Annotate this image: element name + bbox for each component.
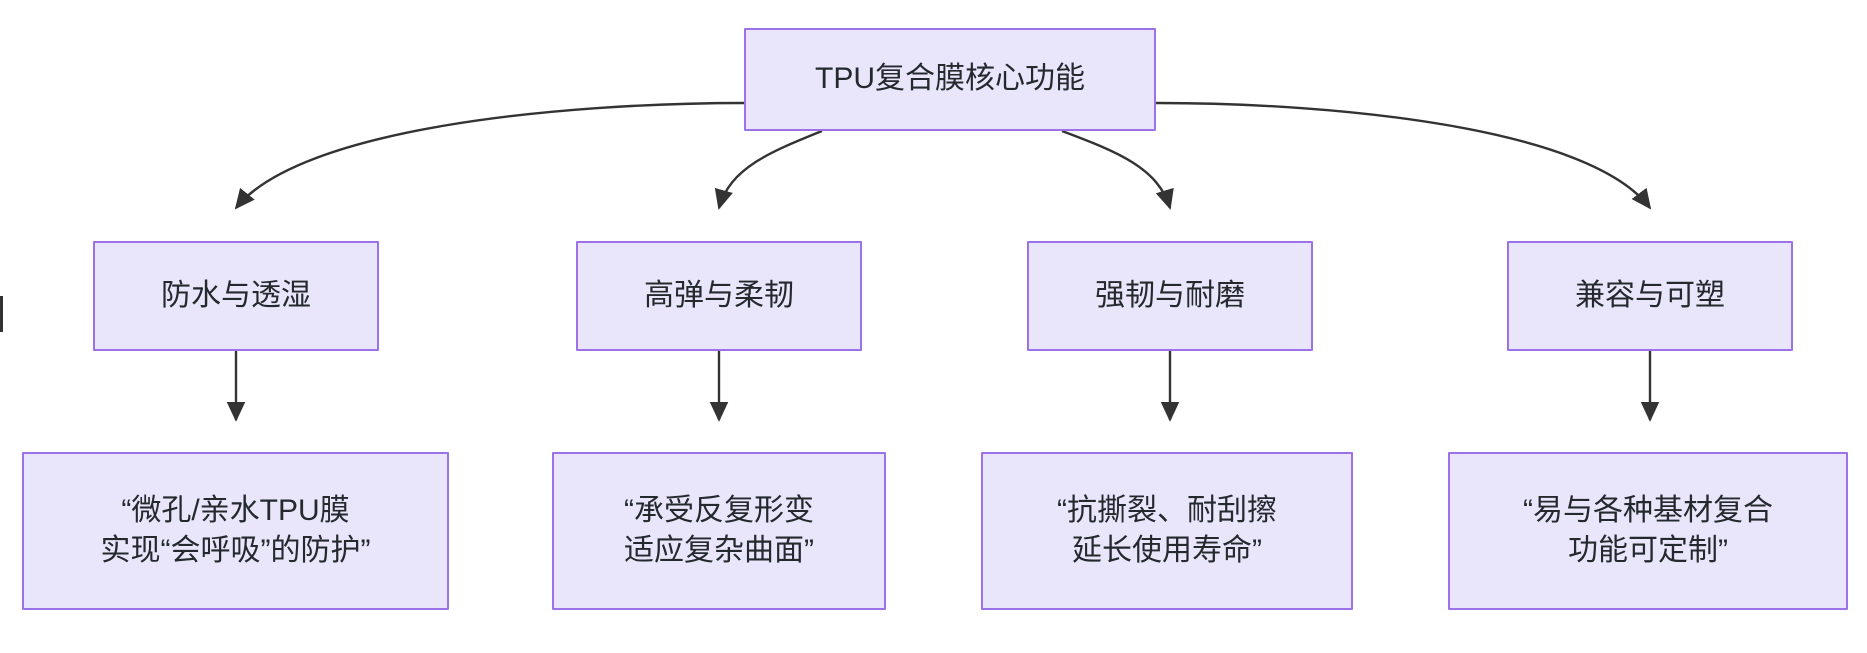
edge-root-to-branch-0 [234,101,745,210]
node-branch-label: 兼容与可塑 [1575,278,1725,312]
node-leaf-label: “易与各种基材复合 功能可定制” [1523,493,1773,567]
node-leaf-label: “承受反复形变 适应复杂曲面” [624,493,814,567]
node-root-label: TPU复合膜核心功能 [815,62,1085,96]
node-branch-label: 强韧与耐磨 [1095,278,1245,312]
node-branch-tough-wearresistant[interactable]: 强韧与耐磨 [1027,241,1313,351]
node-leaf-label: “微孔/亲水TPU膜 实现“会呼吸”的防护” [100,493,371,567]
edge-root-to-branch-2 [1061,129,1174,210]
edge-root-to-branch-1 [714,129,823,210]
node-branch-compatible-moldable[interactable]: 兼容与可塑 [1507,241,1793,351]
node-root[interactable]: TPU复合膜核心功能 [744,28,1156,131]
edge-root-to-branch-3 [1155,101,1652,210]
node-leaf-label: “抗撕裂、耐刮擦 延长使用寿命” [1057,493,1277,567]
node-branch-label: 高弹与柔韧 [644,278,794,312]
node-branch-label: 防水与透湿 [161,278,311,312]
node-leaf-elastic-flexible-detail[interactable]: “承受反复形变 适应复杂曲面” [552,452,886,610]
node-branch-elastic-flexible[interactable]: 高弹与柔韧 [576,241,862,351]
node-branch-waterproof-breathable[interactable]: 防水与透湿 [93,241,379,351]
node-leaf-tough-wearresistant-detail[interactable]: “抗撕裂、耐刮擦 延长使用寿命” [981,452,1353,610]
clipped-edge-marker [0,296,3,332]
node-leaf-waterproof-breathable-detail[interactable]: “微孔/亲水TPU膜 实现“会呼吸”的防护” [22,452,449,610]
node-leaf-compatible-moldable-detail[interactable]: “易与各种基材复合 功能可定制” [1448,452,1848,610]
